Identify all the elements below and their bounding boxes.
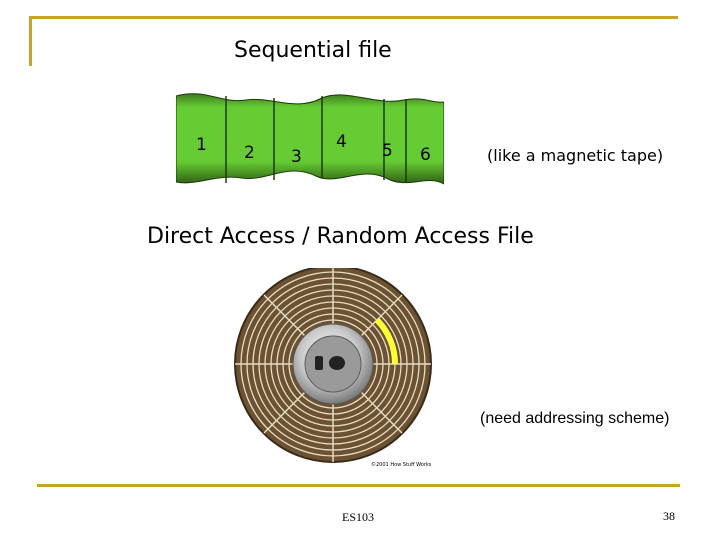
tape-segment-label: 4	[336, 132, 347, 152]
tape-segment-label: 5	[382, 141, 393, 161]
sequential-title: Sequential file	[234, 38, 392, 63]
disk-platter-diagram: ©2001 How Stuff Works	[234, 268, 432, 468]
frame-left-line	[29, 16, 32, 66]
spindle-slot	[315, 356, 323, 370]
disk-caption: (need addressing scheme)	[480, 410, 670, 427]
footer-page-number: 38	[663, 509, 675, 523]
direct-access-title: Direct Access / Random Access File	[147, 224, 534, 249]
image-credit: ©2001 How Stuff Works	[371, 461, 432, 468]
tape-segment-label: 3	[291, 147, 302, 167]
tape-body	[176, 93, 444, 185]
highlighted-sector	[374, 317, 399, 365]
frame-bottom-line	[37, 484, 680, 487]
tape-segment-label: 2	[244, 143, 255, 163]
footer-course-label: ES103	[342, 510, 375, 524]
spindle-hole	[329, 356, 345, 370]
tape-caption: (like a magnetic tape)	[487, 146, 664, 165]
magnetic-tape-diagram: 1 2 3 4 5 6	[176, 93, 444, 185]
tape-segment-label: 1	[196, 135, 207, 155]
tape-segment-label: 6	[420, 145, 431, 165]
frame-top-line	[29, 16, 678, 19]
disk-sector-lines	[235, 268, 431, 462]
